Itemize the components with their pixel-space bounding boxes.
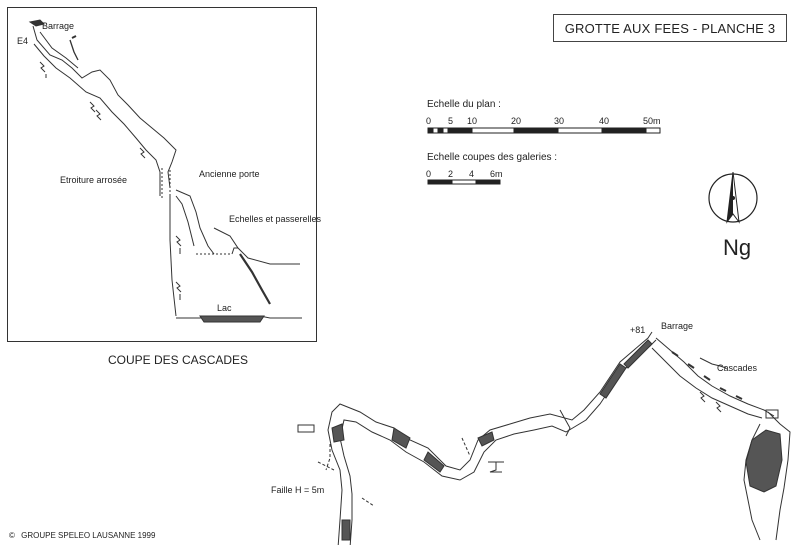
plan-survey — [297, 331, 791, 545]
plan-scale-tick: 0 — [426, 116, 432, 126]
section-label-ancienne-porte: Ancienne porte — [199, 169, 260, 179]
section-label-lac: Lac — [217, 303, 232, 313]
plan-scale-tick: 10 — [467, 116, 478, 126]
plan-scale-tick: 5 — [448, 116, 454, 126]
section-label-e4: E4 — [17, 36, 29, 46]
credit-text: GROUPE SPELEO LAUSANNE 1999 — [21, 531, 156, 540]
section-inset-frame — [7, 7, 317, 342]
copyright-icon: © — [9, 531, 15, 540]
plan-scale-title: Echelle du plan : — [427, 99, 501, 110]
plan-scale-tick: 50m — [643, 116, 661, 126]
section-scale-tick: 2 — [448, 169, 454, 179]
plan-scale-tick: 20 — [511, 116, 522, 126]
plan-label-elevation: +81 — [630, 325, 646, 335]
credit-line: © GROUPE SPELEO LAUSANNE 1999 — [9, 531, 155, 540]
plan-label-cascades: Cascades — [717, 363, 758, 373]
plate-title: GROTTE AUX FEES - PLANCHE 3 — [553, 14, 787, 42]
section-scale-tick: 6m — [490, 169, 503, 179]
plan-label-faille: Faille H = 5m — [271, 485, 325, 495]
plan-label-barrage: Barrage — [661, 321, 694, 331]
section-scale-tick: 4 — [469, 169, 475, 179]
plan-scale-tick: 30 — [554, 116, 565, 126]
section-label-barrage: Barrage — [42, 21, 75, 31]
section-caption: COUPE DES CASCADES — [108, 353, 249, 367]
north-arrow-icon — [708, 171, 758, 224]
north-label: Ng — [723, 235, 752, 260]
section-label-echelles: Echelles et passerelles — [229, 214, 322, 224]
section-scale-title: Echelle coupes des galeries : — [427, 152, 558, 163]
section-profile — [28, 19, 302, 323]
plan-scale-bar — [427, 127, 661, 134]
section-label-etroiture: Etroiture arrosée — [60, 175, 128, 185]
section-scale-tick: 0 — [426, 169, 432, 179]
section-scale-bar — [427, 179, 501, 185]
plan-scale-tick: 40 — [599, 116, 610, 126]
